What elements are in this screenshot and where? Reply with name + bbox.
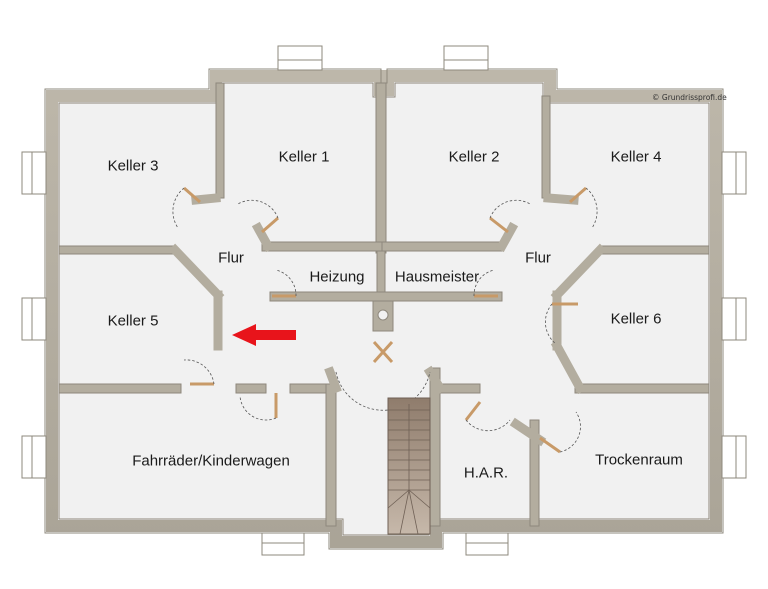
windows — [21, 45, 747, 556]
room-label-keller3: Keller 3 — [107, 157, 159, 175]
room-label-flur-left: Flur — [218, 249, 244, 267]
room-label-keller2: Keller 2 — [448, 148, 500, 166]
room-label-har: H.A.R. — [463, 464, 509, 482]
room-label-fahrraeder: Fahrräder/Kinderwagen — [132, 452, 290, 470]
room-label-keller4: Keller 4 — [610, 148, 662, 166]
room-label-trockenraum: Trockenraum — [595, 451, 683, 469]
staircase — [387, 397, 431, 535]
room-label-keller5: Keller 5 — [107, 312, 159, 330]
room-label-keller6: Keller 6 — [610, 310, 662, 328]
chimney — [372, 300, 394, 332]
room-label-heizung: Heizung — [309, 268, 365, 286]
interior-walls — [58, 82, 710, 527]
room-label-keller1: Keller 1 — [278, 148, 330, 166]
copyright-text: © Grundrissprofi.de — [652, 93, 727, 102]
doors — [172, 186, 598, 454]
red-arrow-icon — [232, 324, 296, 346]
room-label-flur-right: Flur — [525, 249, 551, 267]
room-label-hausmeister: Hausmeister — [394, 268, 480, 286]
